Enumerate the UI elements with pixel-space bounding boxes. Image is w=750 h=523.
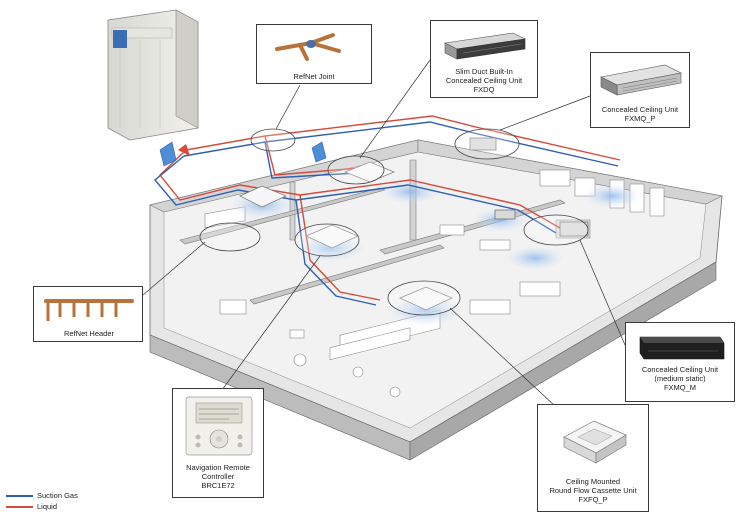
fxmq-m-line-2: (medium static) [654, 374, 706, 383]
refnet-header-icon [44, 299, 134, 321]
fxfq-p-line-2: Round Flow Cassette Unit [549, 486, 637, 495]
fxdq-line-3: FXDQ [473, 85, 495, 94]
outdoor-unit [107, 9, 199, 141]
cassette-units [239, 161, 453, 311]
legend-label-liquid: Liquid [37, 502, 58, 511]
callout-circles [199, 128, 589, 316]
callout-fxdq: Slim Duct Built-In Concealed Ceiling Uni… [430, 20, 538, 98]
fxmq-m-line-3: FXMQ_M [663, 383, 697, 392]
refnet-header-label: RefNet Header [64, 329, 115, 338]
brc1e72-line-2: Controller [201, 472, 235, 481]
callout-refnet-header: RefNet Header [33, 286, 143, 342]
slim-duct-unit-icon [444, 32, 526, 60]
fxmq-p-line-1: Concealed Ceiling Unit [601, 105, 679, 114]
leader-lines [142, 59, 626, 421]
brc1e72-line-1: Navigation Remote [186, 463, 250, 472]
legend-entry-suction-gas: Suction Gas [6, 491, 126, 501]
legend-label-suction-gas: Suction Gas [37, 491, 78, 500]
legend-entry-liquid: Liquid [6, 502, 126, 512]
callout-refnet-joint: RefNet Joint [256, 24, 372, 84]
liquid-pipe [159, 115, 621, 301]
fxfq-p-line-1: Ceiling Mounted [565, 477, 621, 486]
legend-swatch-suction-gas [6, 495, 33, 497]
duct-units [469, 137, 589, 237]
brand-logo-icon [113, 30, 127, 48]
pipe-end-markers [159, 141, 327, 167]
fxfq-p-line-3: FXFQ_P [578, 495, 608, 504]
refnet-joint-label: RefNet Joint [293, 72, 335, 81]
brc1e72-line-3: BRC1E72 [201, 481, 235, 490]
refnet-joint-icon [275, 33, 341, 61]
callout-fxfq-p: Ceiling Mounted Round Flow Cassette Unit… [537, 404, 649, 512]
pipe-legend: Suction Gas Liquid [6, 491, 126, 517]
fxmq-m-line-1: Concealed Ceiling Unit [641, 365, 719, 374]
round-flow-cassette-icon [563, 420, 627, 464]
concealed-ceiling-unit-icon [600, 64, 682, 96]
fxdq-line-1: Slim Duct Built-In [455, 67, 513, 76]
remote-controller-icon [185, 396, 253, 456]
legend-swatch-liquid [6, 506, 33, 508]
fxdq-line-2: Concealed Ceiling Unit [445, 76, 523, 85]
callout-fxmq-p: Concealed Ceiling Unit FXMQ_P [590, 52, 690, 128]
fxmq-p-line-2: FXMQ_P [624, 114, 656, 123]
callout-brc1e72: Navigation Remote Controller BRC1E72 [172, 388, 264, 498]
medium-static-unit-icon [639, 336, 725, 360]
callout-fxmq-m: Concealed Ceiling Unit (medium static) F… [625, 322, 735, 402]
